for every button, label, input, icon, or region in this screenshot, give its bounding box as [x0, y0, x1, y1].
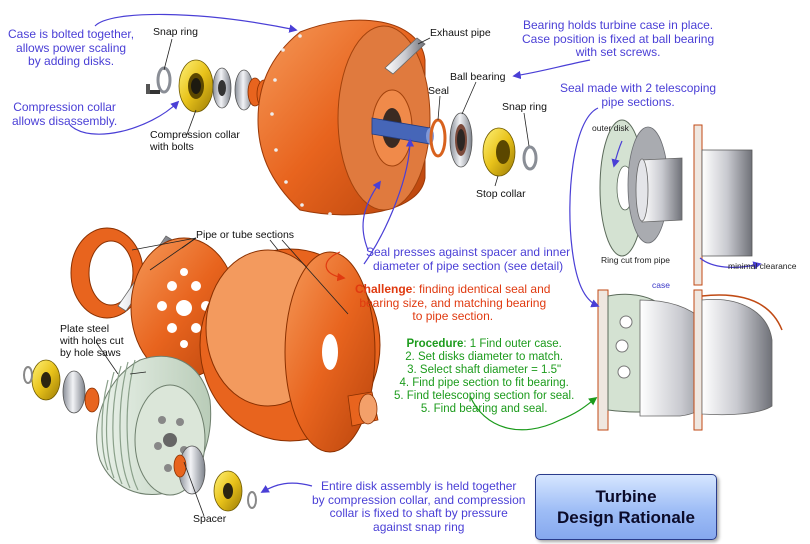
label-compression-collar-bolts: Compression collar with bolts [150, 129, 240, 154]
label-pipe-tube-sections: Pipe or tube sections [196, 229, 295, 241]
note-procedure-line-3: 3. Select shaft diameter = 1.5" [407, 363, 562, 376]
note-seal-presses-line-1: Seal presses against spacer and inner [366, 245, 571, 259]
label-snap-ring-left: Snap ring [153, 26, 198, 38]
label-stop-collar: Stop collar [476, 188, 526, 200]
label-snap-ring-right: Snap ring [502, 101, 547, 113]
label-minimal-clearance: minimal clearance [728, 261, 797, 271]
ball-bearing [449, 112, 473, 168]
top-snap-ring-left [156, 66, 172, 94]
note-challenge-line-1: : finding identical seal and [412, 282, 551, 296]
note-procedure-line-4: 4. Find pipe section to fit bearing. [399, 376, 569, 389]
label-case: case [652, 280, 670, 290]
note-case-bolted-line-1: Case is bolted together, [8, 27, 135, 41]
detail-case-cutaway-top [693, 124, 753, 286]
note-challenge-line-2: bearing size, and matching bearing [359, 295, 547, 310]
note-procedure-line-6: 5. Find bearing and seal. [420, 402, 548, 415]
label-compression-collar-bolts-line-1: Compression collar [150, 129, 240, 141]
label-plate-steel-line-1: Plate steel [60, 323, 110, 335]
note-seal-telescoping: Seal made with 2 telescoping pipe sectio… [560, 81, 717, 109]
label-exhaust-pipe: Exhaust pipe [430, 27, 491, 39]
top-compression-collar [178, 59, 214, 113]
label-ball-bearing: Ball bearing [450, 71, 506, 83]
note-seal-telescoping-line-1: Seal made with 2 telescoping [560, 81, 717, 95]
note-seal-presses: Seal presses against spacer and inner di… [366, 245, 571, 273]
note-entire-disk-line-3: collar is fixed to shaft by pressure [329, 506, 508, 521]
note-entire-disk-line-2: by compression collar, and compression [312, 492, 526, 507]
label-ring-cut: Ring cut from pipe [601, 255, 670, 265]
note-compression-collar: Compression collar allows disassembly. [12, 100, 118, 128]
note-procedure-line-1: : 1 Find outer case. [463, 338, 562, 350]
label-plate-steel: Plate steel with holes cut by hole saws [60, 323, 124, 360]
top-bolts-left [146, 84, 160, 94]
turbine-case [257, 19, 431, 216]
exhaust-pipe [384, 37, 426, 75]
detail-cutaway-bottom-right [693, 289, 783, 431]
procedure-label: Procedure [406, 338, 464, 350]
title-box: Turbine Design Rationale [535, 474, 717, 540]
label-compression-collar-bolts-line-2: with bolts [150, 140, 194, 153]
note-seal-telescoping-line-2: pipe sections. [601, 94, 675, 109]
bottom-spacer-flange [173, 445, 206, 495]
title-line-2: Design Rationale [557, 508, 695, 527]
note-entire-disk-line-1: Entire disk assembly is held together [321, 479, 517, 493]
label-outer-disk: outer disk [592, 123, 629, 133]
label-plate-steel-line-2: with holes cut [60, 334, 124, 347]
note-challenge: Challenge: finding identical seal and be… [355, 282, 551, 324]
note-bearing-holds: Bearing holds turbine case in place. Cas… [522, 18, 715, 60]
note-procedure-line-5: 5. Find telescoping section for seal. [394, 389, 575, 402]
top-snap-ring-right [522, 145, 538, 171]
note-bearing-holds-line-2: Case position is fixed at ball bearing [522, 31, 715, 46]
note-entire-disk-line-4: against snap ring [373, 519, 465, 534]
label-spacer: Spacer [193, 513, 227, 525]
challenge-label: Challenge [355, 282, 413, 296]
label-plate-steel-line-3: by hole saws [60, 346, 121, 359]
note-procedure: Procedure: 1 Find outer case. 2. Set dis… [394, 338, 574, 416]
note-bearing-holds-line-3: with set screws. [575, 45, 661, 60]
note-bearing-holds-line-1: Bearing holds turbine case in place. [523, 18, 714, 32]
annotation-arrows [69, 13, 762, 493]
bottom-yellow-collar-left [23, 359, 61, 401]
note-entire-disk: Entire disk assembly is held together by… [312, 479, 526, 534]
note-compression-collar-line-2: allows disassembly. [12, 113, 118, 128]
bottom-yellow-collar-right [213, 470, 257, 512]
note-challenge-line-3: to pipe section. [412, 309, 494, 324]
stop-collar [482, 127, 516, 177]
label-leader-lines [95, 37, 530, 517]
detail-outer-disk [599, 119, 683, 257]
note-case-bolted-line-2: allows power scaling [16, 40, 127, 55]
title-line-1: Turbine [595, 486, 657, 506]
top-flange [212, 67, 232, 109]
note-compression-collar-line-1: Compression collar [13, 100, 116, 114]
note-case-bolted-line-3: by adding disks. [28, 54, 115, 69]
bottom-flange-left [62, 370, 100, 414]
note-procedure-line-2: 2. Set disks diameter to match. [405, 350, 564, 363]
label-seal: Seal [428, 85, 450, 97]
note-case-bolted: Case is bolted together, allows power sc… [8, 27, 135, 69]
bottom-end-disk [284, 251, 379, 453]
note-seal-presses-line-2: diameter of pipe section (see detail) [373, 258, 564, 273]
